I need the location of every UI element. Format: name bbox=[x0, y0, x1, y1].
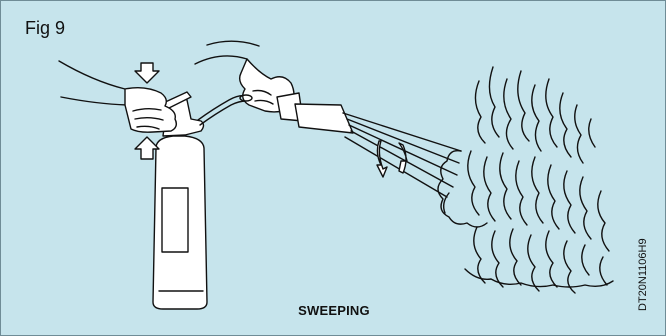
nozzle-icon bbox=[277, 93, 353, 133]
flame-icon bbox=[438, 67, 613, 293]
spray-lines bbox=[343, 113, 461, 197]
figure-caption: SWEEPING bbox=[1, 303, 666, 318]
press-down-arrow-icon bbox=[135, 63, 159, 83]
figure-code: DT20N1106H9 bbox=[637, 191, 653, 311]
